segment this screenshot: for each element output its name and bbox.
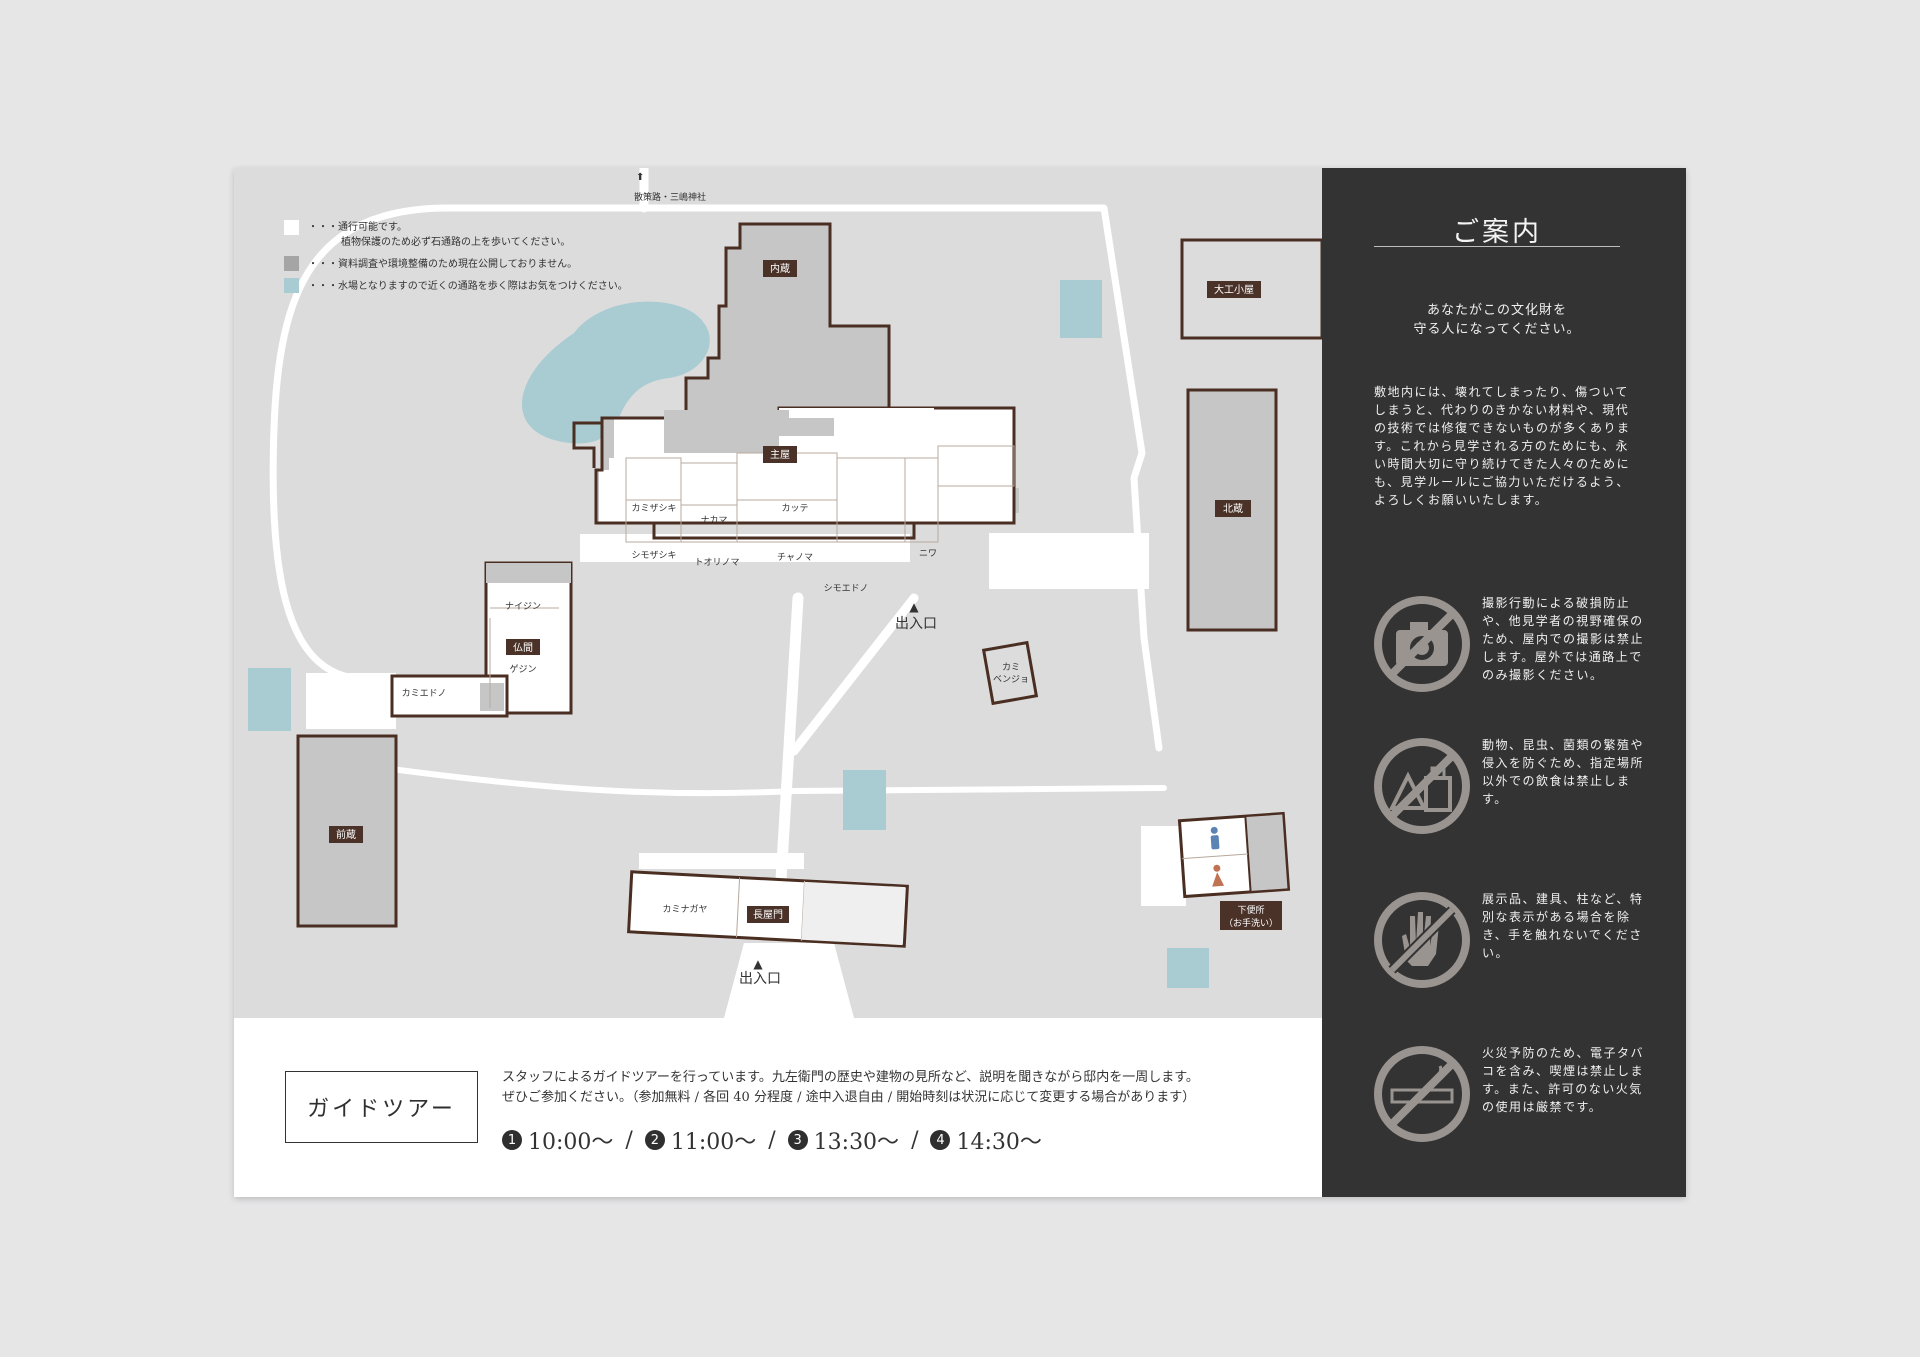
label-naigura: 内蔵 bbox=[770, 262, 790, 275]
rule-text: 展示品、建具、柱など、特別な表示がある場合を除き、手を触れないでください。 bbox=[1482, 892, 1644, 960]
water-area bbox=[843, 770, 886, 830]
tour-time: 14:30〜 bbox=[956, 1130, 1042, 1155]
pond bbox=[521, 301, 710, 444]
panel-body: 敷地内には、壊れてしまったり、傷ついてしまうと、代わりのきかない材料や、現代の技… bbox=[1374, 385, 1631, 507]
tour-separator: / bbox=[911, 1127, 919, 1153]
room-shimoendo: シモエドノ bbox=[824, 584, 869, 594]
panel-lead-line: 守る人になってください。 bbox=[1413, 322, 1581, 337]
site-map: ・・・通行可能です。 植物保護のため必ず石通路の上を歩いてください。 ・・・資料… bbox=[234, 168, 1322, 1018]
room-niwa: ニワ bbox=[919, 549, 937, 559]
legend-water-text: ・・・水場となりますので近くの通路を歩く際はお気をつけください。 bbox=[308, 279, 628, 292]
no-touch-icon bbox=[1374, 892, 1470, 988]
room-chanoma: チャノマ bbox=[777, 552, 813, 563]
male-restroom-icon bbox=[1210, 826, 1220, 850]
rule-no-smoking: 火災予防のため、電子タバコを含み、喫煙は禁止します。また、許可のない火気の使用は… bbox=[1372, 1044, 1662, 1154]
tour-time: 11:00〜 bbox=[670, 1130, 757, 1155]
room-gejin: ゲジン bbox=[509, 663, 536, 675]
tour-description-line: ぜひご参加ください。（参加無料 / 各回 40 分程度 / 途中入退自由 / 開… bbox=[502, 1090, 1196, 1105]
guide-sheet: ・・・通行可能です。 植物保護のため必ず石通路の上を歩いてください。 ・・・資料… bbox=[234, 168, 1686, 1197]
room-nakama: ナカマ bbox=[700, 515, 727, 526]
room-kamizashiki: カミザシキ bbox=[631, 503, 676, 514]
legend-closed-text: ・・・資料調査や環境整備のため現在公開しておりません。 bbox=[308, 257, 577, 270]
label-otearai: （お手洗い） bbox=[1224, 917, 1278, 929]
legend-open-subtext: 植物保護のため必ず石通路の上を歩いてください。 bbox=[341, 235, 570, 248]
tour-title: ガイドツアー bbox=[285, 1071, 478, 1143]
room-kaminagaya: カミナガヤ bbox=[662, 904, 707, 915]
legend-swatch-closed bbox=[284, 256, 299, 271]
entrance-label: 出入口 bbox=[739, 971, 781, 987]
room-kamibenjo-1: カミ bbox=[1002, 662, 1020, 673]
room-kamiendo: カミエドノ bbox=[402, 688, 447, 699]
label-nagayamon: 長屋門 bbox=[753, 909, 783, 921]
room-naijin: ナイジン bbox=[505, 601, 541, 612]
tour-description-line: スタッフによるガイドツアーを行っています。九左衛門の歴史や建物の見所など、説明を… bbox=[502, 1070, 1199, 1085]
rule-no-food: 動物、昆虫、菌類の繁殖や侵入を防ぐため、指定場所以外での飲食は禁止します。 bbox=[1372, 736, 1662, 846]
tour-description: スタッフによるガイドツアーを行っています。九左衛門の歴史や建物の見所など、説明を… bbox=[502, 1068, 1199, 1108]
label-benjo: 下便所 bbox=[1237, 904, 1264, 916]
tour-time: 10:00〜 bbox=[528, 1130, 614, 1155]
rule-no-touch: 展示品、建具、柱など、特別な表示がある場合を除き、手を触れないでください。 bbox=[1372, 890, 1662, 1000]
water-area bbox=[248, 668, 291, 731]
tour-separator: / bbox=[625, 1127, 633, 1153]
no-food-icon bbox=[1374, 738, 1470, 834]
tour-number-badge: 3 bbox=[787, 1130, 808, 1150]
no-smoking-icon bbox=[1374, 1046, 1470, 1142]
tour-time: 13:30〜 bbox=[813, 1130, 900, 1155]
water-area bbox=[1167, 948, 1209, 988]
tour-times: 1 10:00〜 / 2 11:00〜 / 3 13:30〜 / 4 14:30… bbox=[502, 1124, 1042, 1156]
panel-title: ご案内 bbox=[1452, 217, 1542, 248]
tour-number-badge: 2 bbox=[644, 1130, 665, 1150]
entrance-label: 出入口 bbox=[895, 616, 937, 632]
room-katte: カッテ bbox=[781, 503, 808, 514]
label-omoya: 主屋 bbox=[770, 449, 790, 461]
label-maegura: 前蔵 bbox=[336, 828, 356, 841]
legend-swatch-open bbox=[284, 220, 299, 235]
room-toorinoma: トオリノマ bbox=[694, 557, 739, 568]
label-butsuma: 仏間 bbox=[513, 642, 533, 654]
legend-open-text: ・・・通行可能です。 bbox=[308, 220, 407, 233]
guide-panel: ご案内 あなたがこの文化財を 守る人になってください。 敷地内には、壊れてしまっ… bbox=[1322, 168, 1686, 1197]
arrow-up-icon: ⬆ bbox=[636, 172, 644, 183]
panel-lead-line: あなたがこの文化財を bbox=[1426, 303, 1567, 318]
rule-no-photo: 撮影行動による破損防止や、他見学者の視野確保のため、屋内での撮影は禁止します。屋… bbox=[1372, 594, 1662, 704]
entrance-mark-icon: ▲ bbox=[909, 600, 919, 614]
guide-tour-section: ガイドツアー スタッフによるガイドツアーを行っています。九左衛門の歴史や建物の見… bbox=[234, 1018, 1322, 1197]
no-camera-icon bbox=[1374, 596, 1470, 692]
panel-lead: あなたがこの文化財を 守る人になってください。 bbox=[1374, 301, 1620, 339]
rule-text: 動物、昆虫、菌類の繁殖や侵入を防ぐため、指定場所以外での飲食は禁止します。 bbox=[1482, 738, 1645, 806]
rule-text: 撮影行動による破損防止や、他見学者の視野確保のため、屋内での撮影は禁止します。屋… bbox=[1482, 596, 1645, 682]
water-area bbox=[1060, 280, 1102, 338]
room-dividers bbox=[625, 445, 1015, 543]
tour-number-badge: 4 bbox=[930, 1130, 951, 1150]
tour-number-badge: 1 bbox=[502, 1130, 522, 1150]
entrance-mark-icon: ▲ bbox=[753, 957, 763, 971]
tour-separator: / bbox=[768, 1127, 776, 1153]
label-daiku-koya: 大工小屋 bbox=[1214, 283, 1254, 296]
female-restroom-icon bbox=[1212, 864, 1225, 887]
rule-text: 火災予防のため、電子タバコを含み、喫煙は禁止します。また、許可のない火気の使用は… bbox=[1482, 1046, 1645, 1114]
label-kitagura: 北蔵 bbox=[1223, 502, 1243, 515]
top-road-label: 散策路・三嶋神社 bbox=[634, 191, 706, 203]
room-kamibenjo-2: ベンジョ bbox=[993, 675, 1029, 685]
room-shimozashiki: シモザシキ bbox=[631, 550, 676, 561]
panel-divider bbox=[1374, 246, 1620, 247]
legend-swatch-water bbox=[284, 278, 299, 293]
